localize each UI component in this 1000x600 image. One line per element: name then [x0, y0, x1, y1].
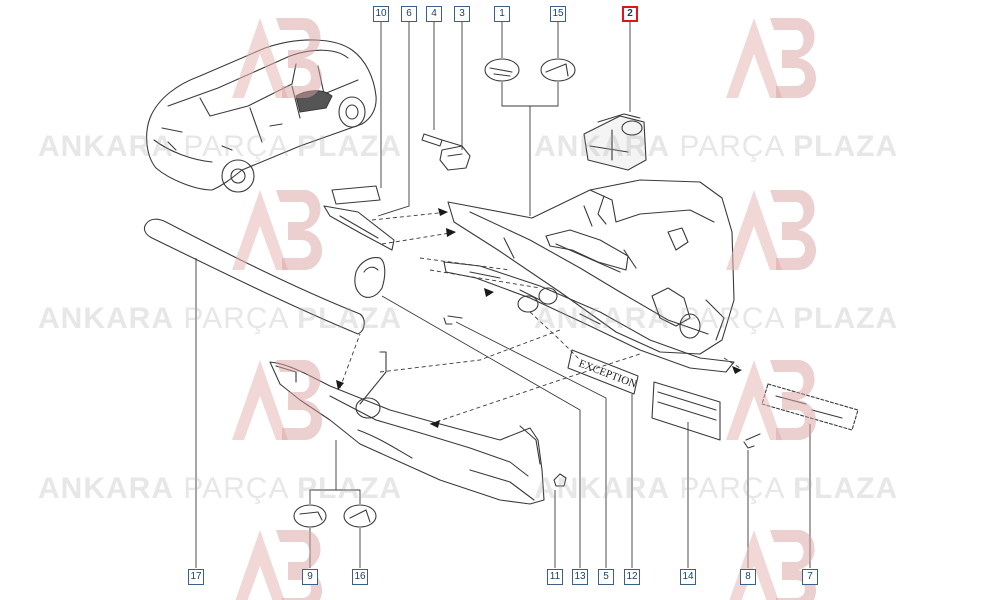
callout-15[interactable]: 15	[550, 6, 566, 22]
callout-13[interactable]: 13	[572, 569, 588, 585]
callout-16[interactable]: 16	[352, 569, 368, 585]
watermark-text: ANKARA PARÇA PLAZA	[38, 302, 403, 335]
callout-8[interactable]: 8	[740, 569, 756, 585]
watermark-text: ANKARA PARÇA PLAZA	[38, 130, 403, 163]
callout-5[interactable]: 5	[598, 569, 614, 585]
watermark-text: ANKARA PARÇA PLAZA	[534, 472, 899, 505]
callout-14[interactable]: 14	[680, 569, 696, 585]
callout-9[interactable]: 9	[302, 569, 318, 585]
car-outline	[146, 39, 377, 193]
callout-2-highlighted[interactable]: 2	[622, 6, 638, 22]
callout-3[interactable]: 3	[454, 6, 470, 22]
callout-6[interactable]: 6	[401, 6, 417, 22]
callout-1[interactable]: 1	[494, 6, 510, 22]
callout-11[interactable]: 11	[547, 569, 563, 585]
watermark-text: ANKARA PARÇA PLAZA	[534, 302, 899, 335]
callout-7[interactable]: 7	[802, 569, 818, 585]
callout-17[interactable]: 17	[188, 569, 204, 585]
callout-4[interactable]: 4	[426, 6, 442, 22]
callout-10[interactable]: 10	[373, 6, 389, 22]
callout-12[interactable]: 12	[624, 569, 640, 585]
exception-label: EXCEPTION	[577, 358, 638, 391]
watermark-text: ANKARA PARÇA PLAZA	[38, 472, 403, 505]
watermark-text: ANKARA PARÇA PLAZA	[534, 130, 899, 163]
